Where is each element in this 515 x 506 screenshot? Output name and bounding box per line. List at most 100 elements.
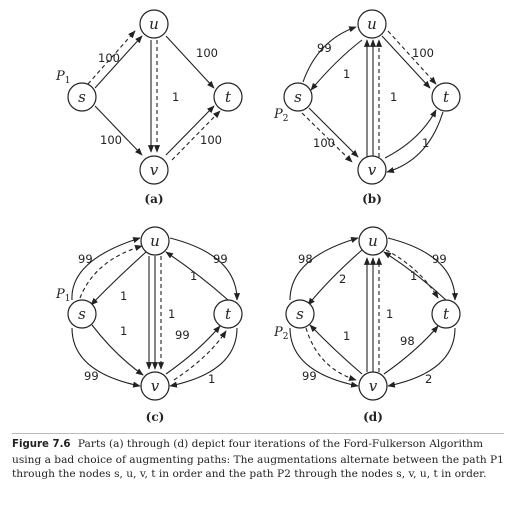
node-v-label: v <box>369 377 378 395</box>
edge-v-t <box>383 325 439 375</box>
ford-fulkerson-diagrams: u s t v 100 100 1 100 100 P1 (a) u s t v… <box>55 9 461 424</box>
node-v <box>140 371 170 401</box>
edge-u-s <box>90 251 147 306</box>
edge-s-u-outer <box>71 237 141 301</box>
node-t-label: t <box>443 305 450 323</box>
edge-label-vt: 1 <box>422 136 429 150</box>
node-u <box>139 9 169 39</box>
node-t <box>213 82 243 112</box>
node-s-label: s <box>294 88 302 106</box>
edge-s-v <box>91 324 144 376</box>
node-u <box>358 226 388 256</box>
path-s-u-dashed <box>79 245 143 299</box>
path-s-v-dashed <box>301 112 353 163</box>
panel-a: u s t v 100 100 1 100 100 P1 (a) <box>55 9 243 206</box>
edge-label-vt: 100 <box>200 133 222 147</box>
edge-label-vs: 1 <box>343 329 350 343</box>
edge-label-us: 1 <box>343 67 350 81</box>
node-t <box>431 299 461 329</box>
path-label: P1 <box>55 69 70 86</box>
edge-label-tv-outer: 2 <box>425 372 432 386</box>
edge-u-s <box>307 249 363 306</box>
edge-label-su: 100 <box>98 51 120 65</box>
path-label: P2 <box>273 325 288 342</box>
edge-v-t <box>384 109 437 159</box>
node-v-label: v <box>151 377 160 395</box>
figure-caption: Figure 7.6 Parts (a) through (d) depict … <box>12 437 504 482</box>
edge-label-su-outer: 98 <box>298 252 313 266</box>
panel-d: u s t v 98 2 1 99 1 99 1 98 2 P2 (d) <box>273 226 461 424</box>
path-u-t-dashed <box>385 249 439 299</box>
node-v-label: v <box>368 161 377 179</box>
panel-b: u s t v 99 1 100 1 100 1 P2 (b) <box>273 9 461 206</box>
edge-label-sv-inner: 1 <box>120 324 127 338</box>
edge-u-s <box>310 39 363 91</box>
node-u-label: u <box>367 15 377 33</box>
edge-s-u <box>302 26 357 83</box>
node-s <box>67 299 97 329</box>
node-v <box>357 155 387 185</box>
edge-label-vt: 99 <box>175 328 190 342</box>
node-s <box>67 82 97 112</box>
node-s-label: s <box>78 305 86 323</box>
node-s-label: s <box>296 305 304 323</box>
edge-t-v-outer <box>387 327 456 388</box>
edge-label-su-outer: 99 <box>78 252 93 266</box>
caption-rule <box>12 433 504 434</box>
edge-label-ut-outer: 99 <box>213 252 228 266</box>
node-u-label: u <box>149 15 159 33</box>
edge-u-t <box>165 35 215 89</box>
edge-label-ut-outer: 99 <box>432 252 447 266</box>
edge-label-sv: 100 <box>100 133 122 147</box>
edge-label-vt: 98 <box>400 334 415 348</box>
edge-v-t <box>165 325 221 375</box>
edge-label-sv-outer: 99 <box>84 369 99 383</box>
node-t-label: t <box>443 88 450 106</box>
node-s <box>283 82 313 112</box>
edge-u-t-outer <box>169 237 241 301</box>
path-v-t-dashed <box>171 110 221 161</box>
path-u-t-dashed <box>387 30 437 85</box>
edge-s-v <box>308 107 359 158</box>
node-s-label: s <box>78 88 86 106</box>
node-v-label: v <box>150 161 159 179</box>
edge-t-v-outer <box>169 327 238 388</box>
edge-label-us: 2 <box>339 272 346 286</box>
node-v <box>358 371 388 401</box>
node-v <box>139 155 169 185</box>
panel-c: u s t v 99 1 1 99 1 99 1 99 1 P1 (c) <box>55 226 243 424</box>
path-s-u-dashed <box>87 30 136 85</box>
edge-v-s <box>309 324 363 375</box>
edge-v-t <box>165 105 215 156</box>
panel-label: (c) <box>146 410 165 424</box>
node-u-label: u <box>150 232 160 250</box>
edge-label-tu: 1 <box>190 269 197 283</box>
path-label: P1 <box>55 287 70 304</box>
edge-s-u <box>94 35 143 89</box>
caption-text: Parts (a) through (d) depict four iterat… <box>12 438 504 480</box>
edge-s-v <box>94 105 143 156</box>
figure-label: Figure 7.6 <box>12 439 71 450</box>
edge-s-u-outer <box>289 237 359 301</box>
edge-t-u <box>383 251 447 301</box>
edge-label-tv-outer: 1 <box>208 372 215 386</box>
edge-s-v-outer <box>71 327 141 388</box>
path-label: P2 <box>273 107 288 124</box>
edge-label-us: 1 <box>120 289 127 303</box>
edge-t-v <box>386 111 444 174</box>
node-t-label: t <box>225 305 232 323</box>
node-t <box>431 82 461 112</box>
edge-label-uv: 1 <box>390 90 397 104</box>
edge-label-sv: 100 <box>313 136 335 150</box>
node-t-label: t <box>225 88 232 106</box>
edge-label-uv: 1 <box>386 307 393 321</box>
edge-label-ut: 100 <box>196 46 218 60</box>
edge-u-t <box>381 35 431 89</box>
node-u <box>357 9 387 39</box>
panel-label: (a) <box>144 192 163 206</box>
path-s-v-dashed <box>305 327 357 381</box>
edge-label-ut: 100 <box>412 46 434 60</box>
edge-label-uv: 1 <box>172 90 179 104</box>
path-v-t-dashed <box>173 330 227 381</box>
panel-label: (d) <box>363 410 383 424</box>
